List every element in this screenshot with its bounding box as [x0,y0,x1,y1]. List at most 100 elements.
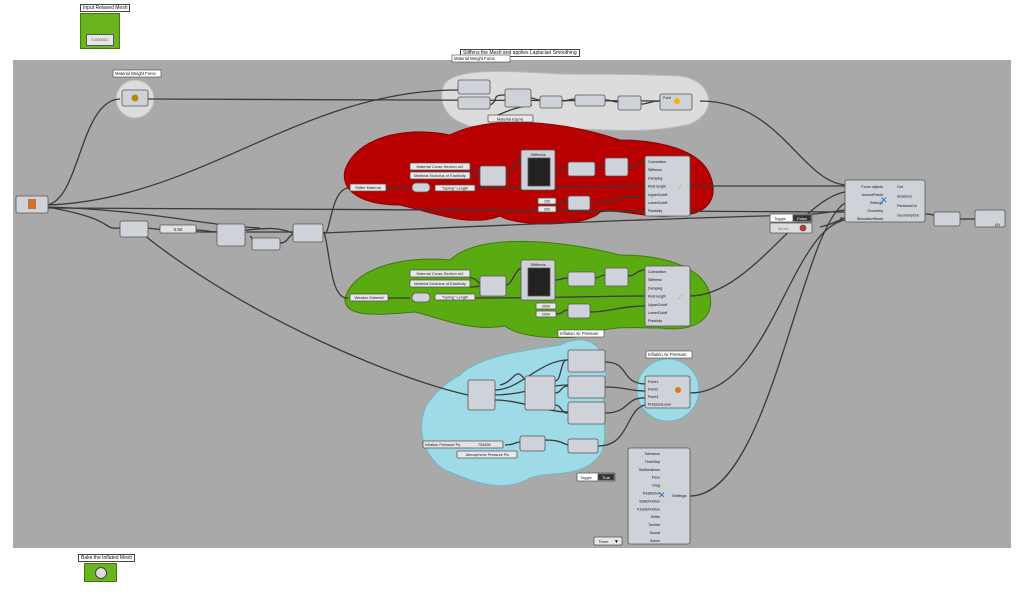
red-range-component[interactable] [567,195,591,211]
face-vertices-component[interactable] [467,379,496,411]
list-item-out[interactable] [933,211,961,227]
line-sdl-component[interactable] [292,223,324,243]
scale-component[interactable] [574,94,606,107]
settings-input-4[interactable]: Drag [652,484,660,488]
spring-icon-red: ⟋ [677,183,683,192]
red-spring-length-panel[interactable] [434,184,476,192]
green-multiply-component[interactable] [479,275,507,297]
settings-input-10[interactable]: Sound [650,531,660,535]
list-item-component[interactable] [524,375,556,411]
kangaroo-output-0[interactable]: Out [897,185,903,189]
input-mesh-param[interactable]: 0.000001 [80,13,120,49]
red-multiply-component[interactable] [479,165,507,187]
red-input-5[interactable]: LowerCutoff [648,201,667,205]
divide-component[interactable] [567,438,599,454]
red-list-component[interactable] [567,161,596,177]
settings-input-6[interactable]: StaticFriction [639,499,660,503]
kangaroo-output-2[interactable]: ParticlesOut [897,204,917,208]
subtract-component[interactable] [519,435,546,452]
list-component-3[interactable] [567,401,606,425]
red-merge-component[interactable] [604,157,629,177]
inflation-air-pressure-label-box [557,329,605,338]
red-input-4[interactable]: UpperCutoff [648,193,667,197]
red-input-1[interactable]: Stiffness [648,168,662,172]
green-input-5[interactable]: LowerCutoff [648,311,667,315]
green-merge-component[interactable] [604,267,629,287]
kangaroo-input-2[interactable]: Settings [870,201,883,205]
settings-input-0[interactable]: Tolerance [644,452,660,456]
green-curve-length-component[interactable] [411,292,431,303]
settings-component[interactable] [627,447,691,545]
red-input-2[interactable]: Damping [648,176,662,180]
settings-input-5[interactable]: Restitution [643,492,660,496]
solver-dropdown[interactable] [593,536,623,546]
pressure-input-0[interactable]: Point1 [648,380,658,384]
green-spring-component[interactable] [644,265,691,327]
settings-input-8[interactable]: Settle [651,515,660,519]
pressure-input-2[interactable]: Point3 [648,395,658,399]
green-material-panel[interactable] [349,293,389,302]
green-spring-length-panel[interactable] [434,293,476,301]
red-input-0[interactable]: Connection [648,160,666,164]
settings-input-9[interactable]: Tumble [648,523,660,527]
red-spring-component[interactable] [644,155,691,217]
pressure-input-3[interactable]: PressureLevel [648,403,671,407]
red-cross-section-panel[interactable] [409,162,471,171]
settings-input-11[interactable]: Solver [650,539,661,543]
settings-toggle-value: True [602,475,611,480]
green-input-4[interactable]: UpperCutoff [648,303,667,307]
material-eq-panel[interactable] [487,114,534,123]
kangaroo-input-0[interactable]: Force objects [861,185,883,189]
kangaroo-output-3[interactable]: GeometryOut [897,214,919,218]
green-input-0[interactable]: Connection [648,270,666,274]
green-range-component[interactable] [567,303,591,319]
red-material-panel[interactable] [349,183,387,192]
pressure-slider[interactable] [422,440,504,449]
mesh-out-component[interactable] [974,209,1006,228]
mesh-vertices-component[interactable] [119,220,149,238]
multiply-component-b[interactable] [617,95,642,111]
green-input-2[interactable]: Damping [648,286,662,290]
kangaroo-output-1[interactable]: Iterations [897,195,912,199]
list-component-2[interactable] [567,375,606,399]
green-num1[interactable] [535,302,557,310]
settings-input-1[interactable]: TimeStep [645,460,660,464]
settings-toggle-label: Toggle [580,475,593,480]
kangaroo-solver[interactable] [844,179,926,223]
bake-label: Bake the Inflated Mesh [78,554,136,562]
green-list-component[interactable] [567,271,596,287]
atmospheric-pressure-panel[interactable] [456,450,518,459]
green-input-3[interactable]: Rest length [648,295,666,299]
red-curve-length-component[interactable] [411,182,431,193]
bake-param[interactable] [84,563,117,582]
green-modulus-text: Material Modulus of Elasticity [414,281,466,286]
mesh-area-component[interactable] [457,79,491,95]
settings-input-3[interactable]: Floor [652,476,661,480]
multiply-component-a[interactable] [251,237,281,251]
settings-input-7[interactable]: KineticFriction [637,507,660,511]
pressure-input-1[interactable]: Point2 [648,388,658,392]
green-modulus-panel[interactable] [409,279,471,288]
inflation-air-pressure-out-label: Inflation Air Pressure [648,352,687,357]
material-weight-force-label-box [112,69,162,78]
settings-input-2[interactable]: SubIterations [639,468,660,472]
red-num2[interactable] [537,205,557,213]
kangaroo-input-3[interactable]: Geometry [867,209,883,213]
kangaroo-input-4[interactable]: SimulationReset [857,217,883,221]
red-input-3[interactable]: Rest length [648,185,666,189]
kangaroo-input-1[interactable]: AnchorPoints [862,193,884,197]
slider-050[interactable] [159,224,197,234]
pressure-force-component[interactable] [644,375,691,409]
green-input-1[interactable]: Stiffness [648,278,662,282]
list-component-1[interactable] [567,349,606,373]
red-input-6[interactable]: Plasticity [648,209,662,213]
red-num1[interactable] [537,197,557,205]
mesh-explode-component[interactable] [457,96,491,110]
red-modulus-panel[interactable] [409,171,471,180]
vector-component[interactable] [504,88,532,108]
eq-multiply-component[interactable] [539,95,563,109]
green-input-6[interactable]: Plasticity [648,319,662,323]
green-cross-section-panel[interactable] [409,269,471,278]
green-num2[interactable] [535,310,557,318]
division-component[interactable] [216,223,246,247]
